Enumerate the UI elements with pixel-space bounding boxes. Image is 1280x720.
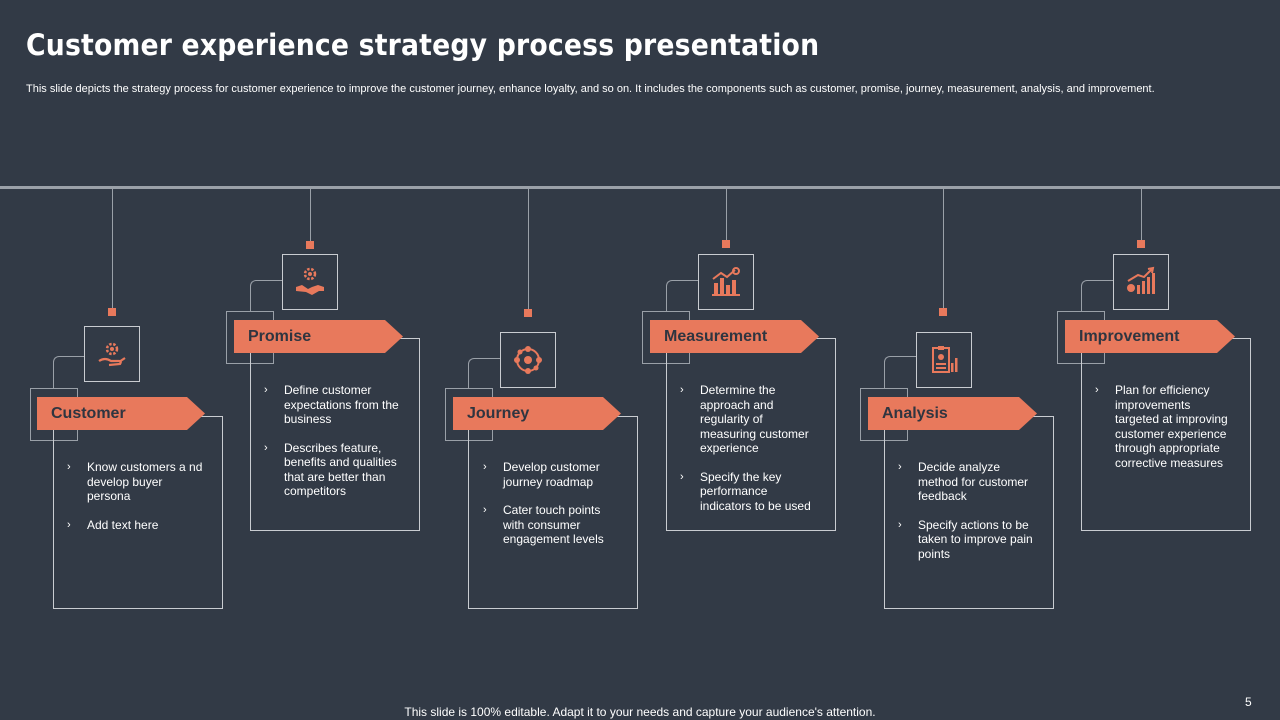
chevron-right-icon: › <box>680 470 684 483</box>
step-banner: Analysis <box>868 397 1037 430</box>
handshake-award-icon <box>282 254 338 310</box>
bullet-item: ›Specify actions to be taken to improve … <box>898 517 1033 561</box>
bullet-item: ›Specify the key performance indicators … <box>680 469 811 513</box>
step-dot <box>939 308 947 316</box>
step-bullets: ›Know customers a nd develop buyer perso… <box>67 460 207 546</box>
connector-line <box>468 358 501 389</box>
slide-subtitle: This slide depicts the strategy process … <box>26 83 1155 95</box>
chevron-right-icon: › <box>680 384 684 396</box>
bullet-item: ›Decide analyze method for customer feed… <box>898 460 1029 503</box>
connector-line <box>884 356 917 389</box>
chevron-right-icon: › <box>898 461 902 473</box>
step-bullets: ›Develop customer journey roadmap ›Cater… <box>483 460 623 561</box>
bullet-item: ›Know customers a nd develop buyer perso… <box>67 460 203 503</box>
step-label: Improvement <box>1079 327 1180 345</box>
step-label: Journey <box>467 404 530 422</box>
bullet-item: ›Add text here <box>67 517 159 532</box>
customer-network-icon <box>500 332 556 388</box>
hand-gear-icon <box>84 326 140 382</box>
timeline-rail <box>0 186 1280 189</box>
page-number: 5 <box>1245 695 1252 709</box>
connector-line <box>1081 280 1114 311</box>
step-bullets: ›Define customer expectations from the b… <box>264 383 404 513</box>
step-bullets: ›Plan for efficiency improvements target… <box>1095 383 1235 484</box>
step-dot <box>108 308 116 316</box>
stem-line <box>528 188 529 309</box>
chevron-right-icon: › <box>264 441 268 454</box>
bullet-item: ›Describes feature, benefits and qualiti… <box>264 440 397 499</box>
step-banner: Measurement <box>650 320 819 353</box>
chevron-right-icon: › <box>483 504 487 516</box>
stem-line <box>943 188 944 308</box>
stem-line <box>726 188 727 240</box>
connector-line <box>53 356 85 389</box>
bar-chart-icon <box>698 254 754 310</box>
step-banner: Improvement <box>1065 320 1235 353</box>
bullet-item: ›Define customer expectations from the b… <box>264 383 399 426</box>
step-bullets: ›Decide analyze method for customer feed… <box>898 460 1038 575</box>
chevron-right-icon: › <box>1095 384 1099 396</box>
step-dot <box>722 240 730 248</box>
step-banner: Promise <box>234 320 403 353</box>
step-dot <box>306 241 314 249</box>
chevron-right-icon: › <box>67 461 71 473</box>
chevron-right-icon: › <box>67 518 71 531</box>
report-chart-icon <box>916 332 972 388</box>
step-dot <box>524 309 532 317</box>
chevron-right-icon: › <box>483 461 487 473</box>
step-label: Customer <box>51 404 126 422</box>
bullet-item: ›Develop customer journey roadmap <box>483 460 600 489</box>
step-label: Measurement <box>664 327 768 345</box>
stem-line <box>310 188 311 241</box>
bullet-item: ›Plan for efficiency improvements target… <box>1095 383 1228 470</box>
stem-line <box>1141 188 1142 240</box>
slide-title: Customer experience strategy process pre… <box>26 28 820 62</box>
chevron-right-icon: › <box>898 518 902 531</box>
step-dot <box>1137 240 1145 248</box>
step-label: Analysis <box>882 404 948 422</box>
connector-line <box>666 280 699 311</box>
footer-note: This slide is 100% editable. Adapt it to… <box>404 705 876 719</box>
chevron-right-icon: › <box>264 384 268 396</box>
step-bullets: ›Determine the approach and regularity o… <box>680 383 820 527</box>
step-label: Promise <box>248 327 312 345</box>
stem-line <box>112 188 113 308</box>
step-banner: Customer <box>37 397 205 430</box>
bullet-item: ›Determine the approach and regularity o… <box>680 383 809 455</box>
step-banner: Journey <box>453 397 621 430</box>
bullet-item: ›Cater touch points with consumer engage… <box>483 503 604 546</box>
connector-line <box>250 280 283 311</box>
growth-chart-icon <box>1113 254 1169 310</box>
